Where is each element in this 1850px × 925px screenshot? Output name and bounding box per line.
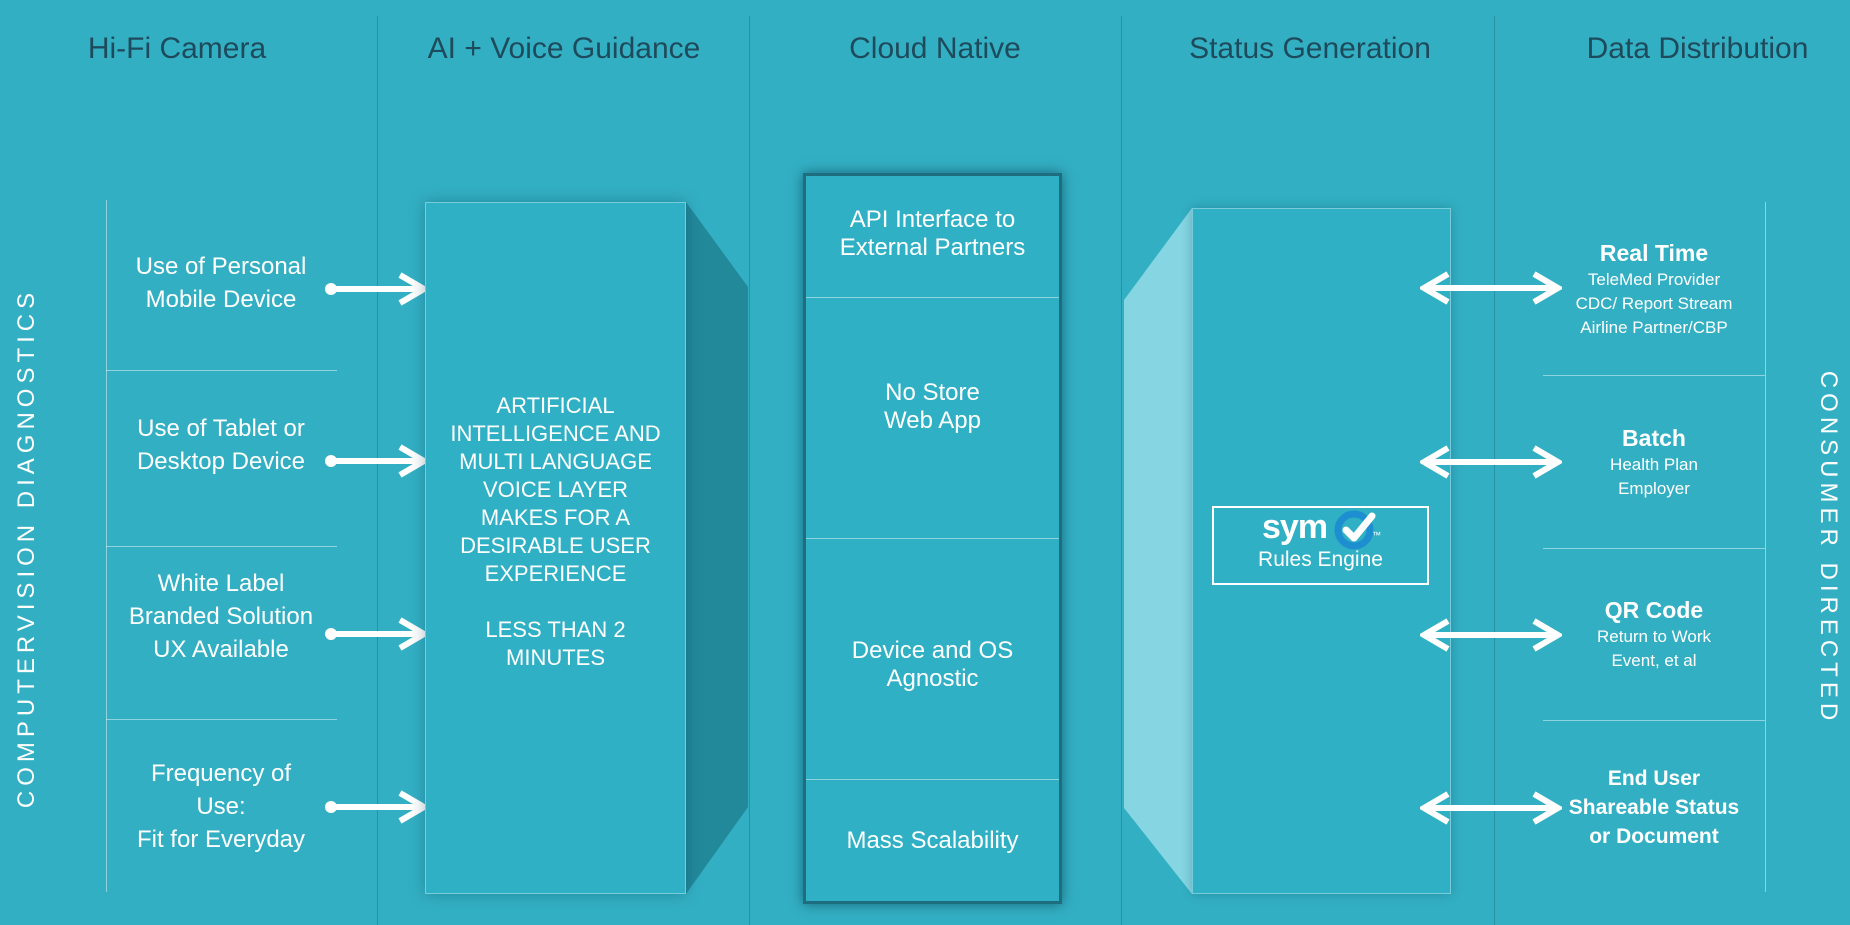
right-item-line: End User (1607, 767, 1701, 790)
right-item-title: Real Time (1599, 240, 1709, 266)
left-item-line: Use: (196, 793, 246, 820)
cloud-item-line: Agnostic (886, 665, 979, 692)
left-row-separator (106, 719, 337, 720)
rules-engine-box (1212, 506, 1429, 585)
right-item-qr-code: QR Code Return to Work Event, et al (1544, 595, 1764, 673)
right-item-line: CDC/ Report Stream (1575, 294, 1733, 313)
right-arrow-icon (325, 444, 430, 478)
left-item-line: White Label (157, 570, 285, 597)
left-item-white-label: White Label Branded Solution UX Availabl… (110, 567, 332, 666)
ai-text-line: MINUTES (506, 645, 605, 670)
right-vertical-line (1765, 202, 1766, 892)
ai-box-shadow-side (686, 202, 748, 894)
ai-text-line: MAKES FOR A (480, 505, 631, 530)
right-item-line: Shareable Status (1568, 796, 1740, 819)
right-item-line: Airline Partner/CBP (1580, 318, 1728, 337)
trademark-mark: ™ (1372, 530, 1381, 540)
cloud-item-line: Mass Scalability (846, 827, 1019, 854)
left-item-line: Desktop Device (136, 448, 306, 475)
cloud-row-separator (806, 538, 1059, 539)
left-item-line: UX Available (153, 636, 289, 663)
column-divider (749, 16, 750, 925)
cloud-item-mass-scalability: Mass Scalability (806, 827, 1059, 855)
left-item-line: Use of Personal (135, 253, 307, 280)
ai-voice-box (425, 202, 686, 894)
cloud-item-line: No Store (885, 379, 980, 406)
double-arrow-icon (1420, 791, 1562, 825)
ai-text-line: MULTI LANGUAGE (459, 449, 652, 474)
check-icon (1334, 510, 1376, 550)
column-divider (1494, 16, 1495, 925)
ai-text-line: EXPERIENCE (484, 561, 627, 586)
cloud-item-no-store: No Store Web App (806, 379, 1059, 435)
right-arrow-icon (325, 790, 430, 824)
left-vertical-line (106, 200, 107, 892)
rules-engine-caption: Rules Engine (1258, 548, 1383, 571)
sym-logo: sym (1262, 508, 1382, 548)
column-title-data-distribution: Data Distribution (1586, 32, 1809, 65)
ai-voice-text: ARTIFICIAL INTELLIGENCE AND MULTI LANGUA… (425, 392, 686, 672)
ai-text-line: DESIRABLE USER (460, 533, 651, 558)
right-item-title: QR Code (1604, 597, 1704, 623)
right-arrow-icon (325, 272, 430, 306)
sym-logo-text: sym (1262, 508, 1328, 546)
ai-text-line: ARTIFICIAL (496, 393, 615, 418)
right-row-separator (1543, 548, 1765, 549)
left-item-line: Frequency of (150, 760, 292, 787)
cloud-native-box (803, 173, 1062, 904)
column-divider (377, 16, 378, 925)
right-item-line: Employer (1618, 479, 1690, 498)
ai-text-spacer (425, 588, 686, 616)
left-side-label: COMPUTERVISION DIAGNOSTICS (13, 287, 40, 809)
right-side-label: CONSUMER DIRECTED (1815, 370, 1842, 726)
left-item-personal-mobile: Use of Personal Mobile Device (110, 250, 332, 316)
right-item-line: Return to Work (1596, 627, 1711, 646)
status-box-light-side (1124, 208, 1192, 894)
right-item-line: TeleMed Provider (1587, 270, 1721, 289)
left-item-line: Use of Tablet or (137, 415, 305, 442)
cloud-item-line: Device and OS (851, 637, 1014, 664)
right-row-separator (1543, 720, 1765, 721)
column-title-cloud-native: Cloud Native (849, 32, 1021, 65)
column-title-status-generation: Status Generation (1189, 32, 1431, 65)
right-item-line: Health Plan (1610, 455, 1698, 474)
cloud-item-api-interface: API Interface to External Partners (806, 206, 1059, 262)
cloud-row-separator (806, 297, 1059, 298)
right-item-title: Batch (1622, 425, 1686, 451)
ai-text-line: LESS THAN 2 (485, 617, 626, 642)
cloud-row-separator (806, 779, 1059, 780)
double-arrow-icon (1420, 618, 1562, 652)
cloud-item-line: API Interface to (849, 206, 1016, 233)
right-item-line: Event, et al (1611, 651, 1697, 670)
column-title-hifi-camera: Hi-Fi Camera (87, 32, 267, 65)
left-item-frequency: Frequency of Use: Fit for Everyday (110, 757, 332, 856)
cloud-item-device-agnostic: Device and OS Agnostic (806, 637, 1059, 693)
right-item-batch: Batch Health Plan Employer (1544, 423, 1764, 501)
right-item-line: or Document (1589, 825, 1719, 848)
left-item-line: Fit for Everyday (136, 826, 306, 853)
left-row-separator (106, 370, 337, 371)
column-divider (1121, 16, 1122, 925)
right-item-real-time: Real Time TeleMed Provider CDC/ Report S… (1544, 238, 1764, 340)
left-item-line: Mobile Device (145, 286, 297, 313)
ai-text-line: VOICE LAYER (482, 477, 629, 502)
cloud-item-line: Web App (884, 407, 981, 434)
right-row-separator (1543, 375, 1765, 376)
status-generation-box (1192, 208, 1451, 894)
double-arrow-icon (1420, 445, 1562, 479)
right-item-end-user: End User Shareable Status or Document (1544, 764, 1764, 851)
right-arrow-icon (325, 617, 430, 651)
left-item-tablet-desktop: Use of Tablet or Desktop Device (110, 412, 332, 478)
ai-text-line: INTELLIGENCE AND (450, 421, 661, 446)
left-row-separator (106, 546, 337, 547)
left-item-line: Branded Solution (128, 603, 314, 630)
column-title-ai-voice: AI + Voice Guidance (427, 32, 701, 65)
cloud-item-line: External Partners (839, 234, 1026, 261)
double-arrow-icon (1420, 271, 1562, 305)
